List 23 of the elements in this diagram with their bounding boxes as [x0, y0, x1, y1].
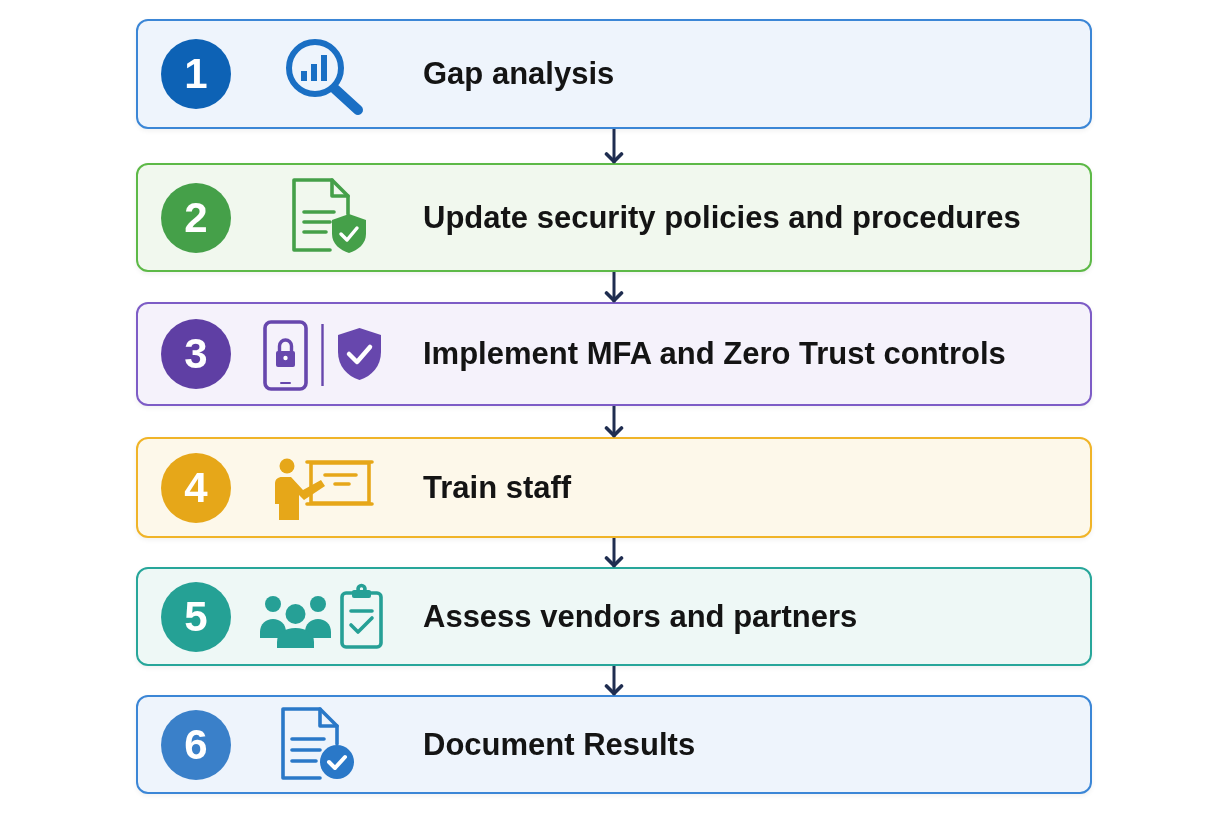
step-box	[136, 302, 1092, 406]
arrow	[604, 406, 624, 438]
step-box	[136, 163, 1092, 272]
step-title: Update security policies and procedures	[423, 199, 1021, 236]
arrow	[604, 666, 624, 696]
step-title: Document Results	[423, 726, 696, 763]
arrow	[604, 272, 624, 303]
step-title: Train staff	[423, 469, 572, 506]
step-number-circle: 3	[161, 319, 231, 389]
step-number-circle: 2	[161, 182, 231, 253]
step-box	[136, 695, 1092, 794]
step-number-circle: 5	[161, 581, 231, 652]
step-title: Implement MFA and Zero Trust controls	[423, 336, 1006, 372]
step-number-circle: 1	[161, 39, 231, 109]
arrow	[604, 129, 624, 164]
step-number-circle: 4	[161, 452, 231, 523]
step-box	[136, 19, 1092, 129]
arrow	[604, 538, 624, 568]
step-box	[136, 567, 1092, 666]
step-title: Assess vendors and partners	[423, 598, 858, 635]
step-title: Gap analysis	[423, 56, 615, 92]
step-number-circle: 6	[161, 709, 231, 780]
step-box	[136, 437, 1092, 538]
